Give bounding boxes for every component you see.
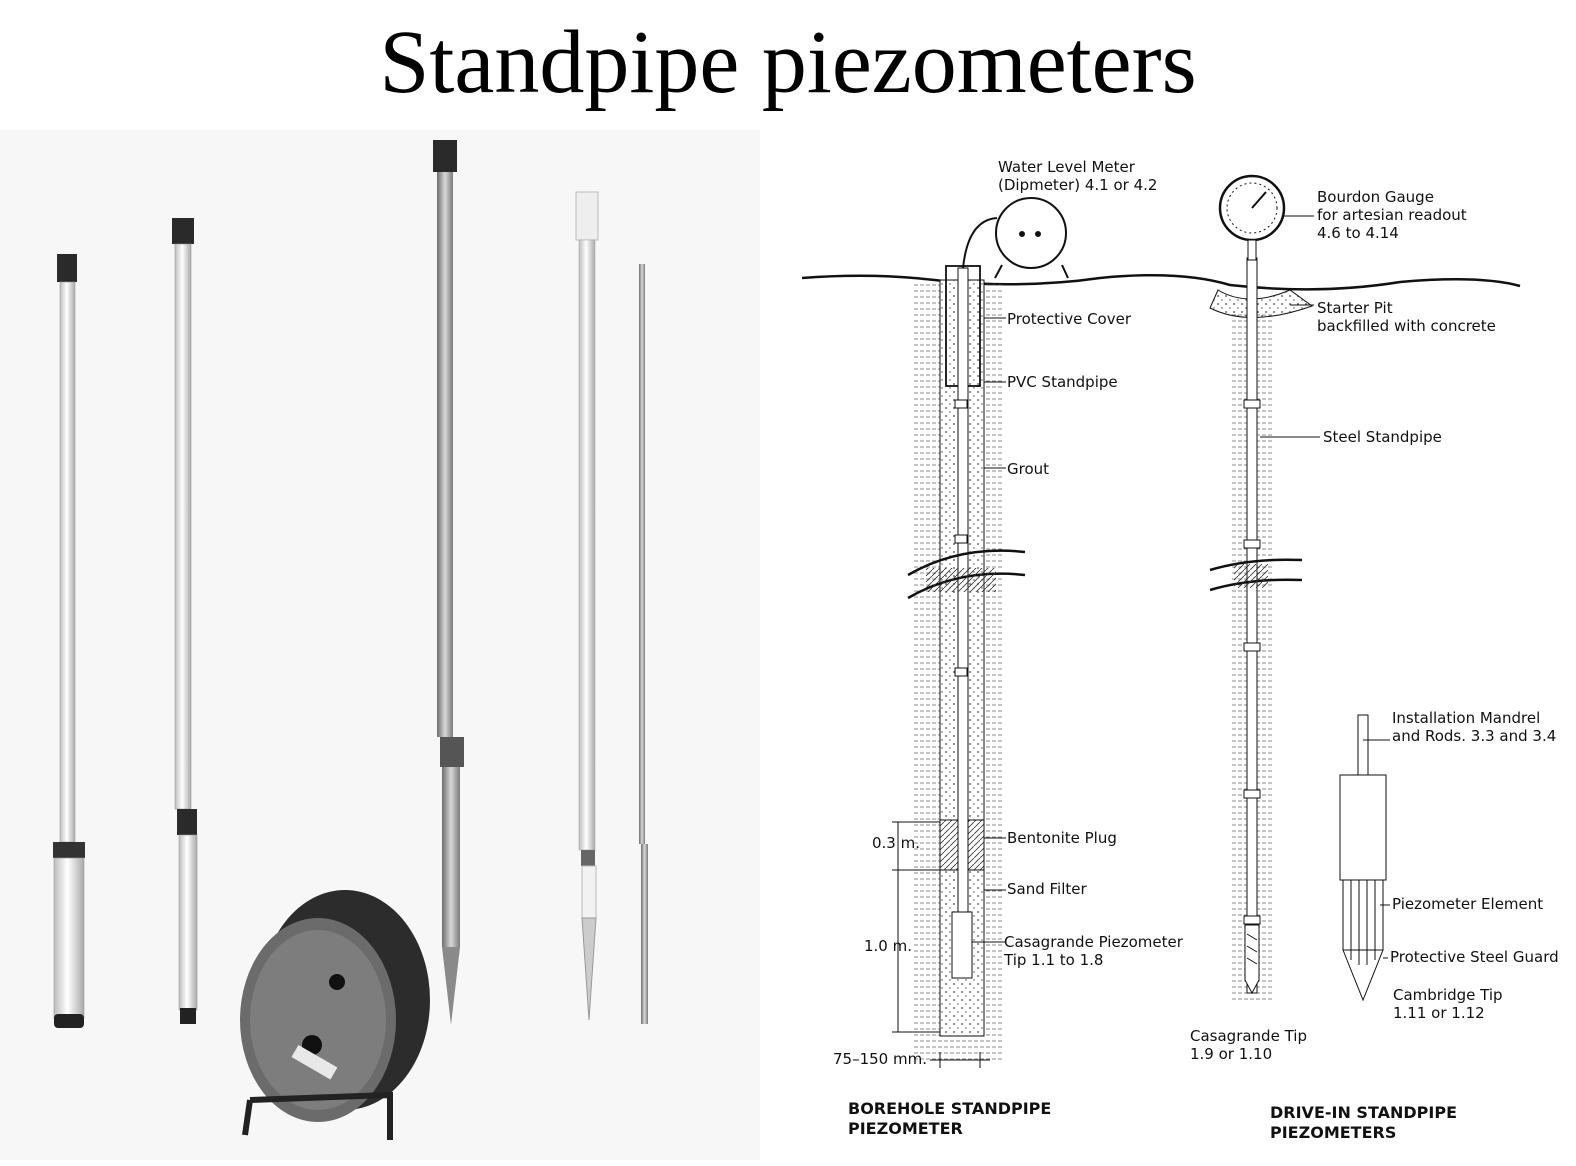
label-installation-mandrel: Installation Mandrel [1392, 709, 1540, 727]
steel-standpipe-photo [433, 140, 464, 1025]
label-water-level-meter: Water Level Meter [998, 158, 1136, 176]
caption-drive-in-line2: PIEZOMETERS [1270, 1123, 1396, 1142]
label-casagrande-tip-range-drive: 1.9 or 1.10 [1190, 1045, 1272, 1063]
piezometer-diagram: Water Level Meter (Dipmeter) 4.1 or 4.2 … [801, 158, 1559, 1142]
caption-borehole-line2: PIEZOMETER [848, 1119, 963, 1138]
label-starter-pit: Starter Pit [1317, 299, 1393, 317]
ground-surface-line [801, 273, 1521, 291]
installation-rod-photo [639, 264, 648, 1024]
label-grout: Grout [1007, 460, 1049, 478]
label-artesian-readout: for artesian readout [1317, 206, 1467, 224]
label-cambridge-tip-range: 1.11 or 1.12 [1393, 1004, 1485, 1022]
label-dim-diameter: 75–150 mm. [833, 1050, 927, 1068]
label-backfilled-concrete: backfilled with concrete [1317, 317, 1496, 335]
drive-in-piezometer-drawing [1209, 174, 1390, 1002]
label-bourdon-gauge: Bourdon Gauge [1317, 188, 1434, 206]
pvc-standpipe-photo-2 [172, 218, 198, 1024]
label-protective-cover: Protective Cover [1007, 310, 1132, 328]
label-piezometer-element: Piezometer Element [1392, 895, 1543, 913]
label-steel-standpipe: Steel Standpipe [1323, 428, 1442, 446]
dipmeter-reel-photo [240, 890, 430, 1140]
pvc-standpipe-photo-1 [53, 254, 85, 1028]
label-casagrande-piezometer: Casagrande Piezometer [1004, 933, 1184, 951]
label-casagrande-tip: Casagrande Tip [1190, 1027, 1307, 1045]
equipment-photo [0, 130, 760, 1160]
label-protective-steel-guard: Protective Steel Guard [1390, 948, 1559, 966]
label-dim-0-3m: 0.3 m. [872, 834, 920, 852]
label-mandrel-rods: and Rods. 3.3 and 3.4 [1392, 727, 1556, 745]
caption-drive-in-line1: DRIVE-IN STANDPIPE [1270, 1103, 1457, 1122]
label-cambridge-tip: Cambridge Tip [1393, 986, 1503, 1004]
label-dipmeter: (Dipmeter) 4.1 or 4.2 [998, 176, 1157, 194]
label-dim-1-0m: 1.0 m. [864, 937, 912, 955]
label-gauge-range: 4.6 to 4.14 [1317, 224, 1399, 242]
slide-title: Standpipe piezometers [379, 13, 1197, 112]
label-sand-filter: Sand Filter [1007, 880, 1087, 898]
label-casagrande-tip-range: Tip 1.1 to 1.8 [1003, 951, 1103, 969]
borehole-piezometer-drawing [892, 197, 1069, 1068]
label-bentonite-plug: Bentonite Plug [1007, 829, 1117, 847]
label-pvc-standpipe: PVC Standpipe [1007, 373, 1118, 391]
drive-in-standpipe-photo [575, 191, 599, 1021]
caption-borehole-line1: BOREHOLE STANDPIPE [848, 1099, 1051, 1118]
